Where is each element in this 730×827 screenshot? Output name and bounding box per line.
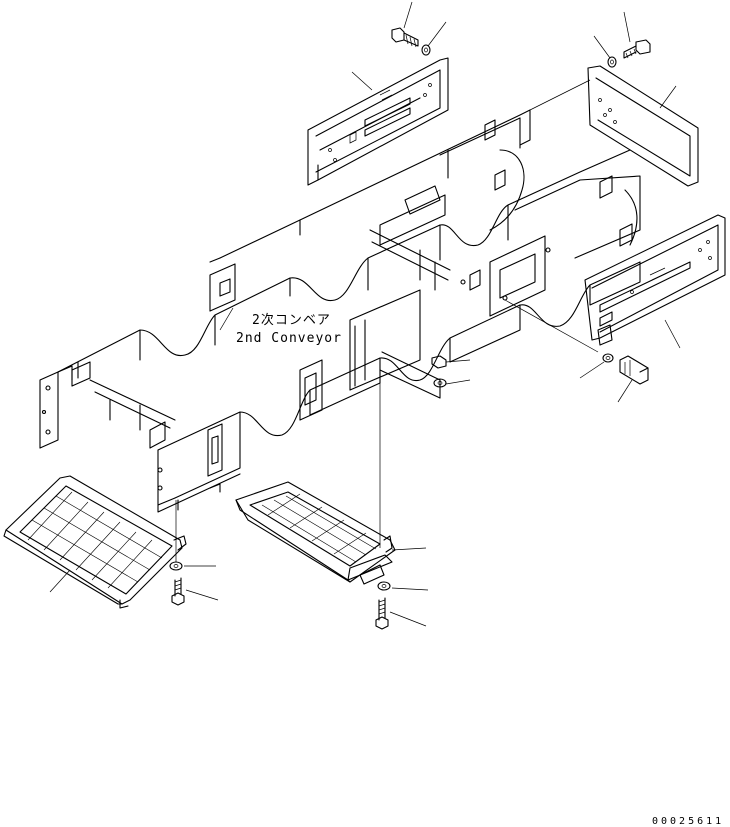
mesh-tray-center xyxy=(235,481,396,585)
washer-right xyxy=(602,353,614,363)
washer-center xyxy=(433,378,447,388)
label-2nd-conveyor-en: 2nd Conveyor xyxy=(236,331,342,346)
washer-top-left xyxy=(421,44,431,56)
leader-lines xyxy=(49,1,681,627)
cover-panel-lower-right xyxy=(584,214,726,346)
washer-lower-left xyxy=(169,561,183,571)
washer-lower-center xyxy=(377,581,391,591)
label-2nd-conveyor-jp: 2次コンベア xyxy=(252,312,331,328)
conveyor-frame xyxy=(39,109,641,513)
cover-panel-upper-right xyxy=(587,65,699,187)
bolt-lower-left xyxy=(171,577,185,606)
drawing-number: 00025611 xyxy=(652,816,724,827)
mesh-guard-left xyxy=(3,475,187,609)
cover-panel-upper-left xyxy=(307,57,449,186)
bolt-top-right xyxy=(623,39,651,59)
nut-center xyxy=(431,355,447,369)
bolt-top-left xyxy=(391,27,419,48)
bolt-lower-center xyxy=(375,597,389,630)
washer-top-right xyxy=(607,56,617,68)
bolt-right xyxy=(619,355,649,385)
